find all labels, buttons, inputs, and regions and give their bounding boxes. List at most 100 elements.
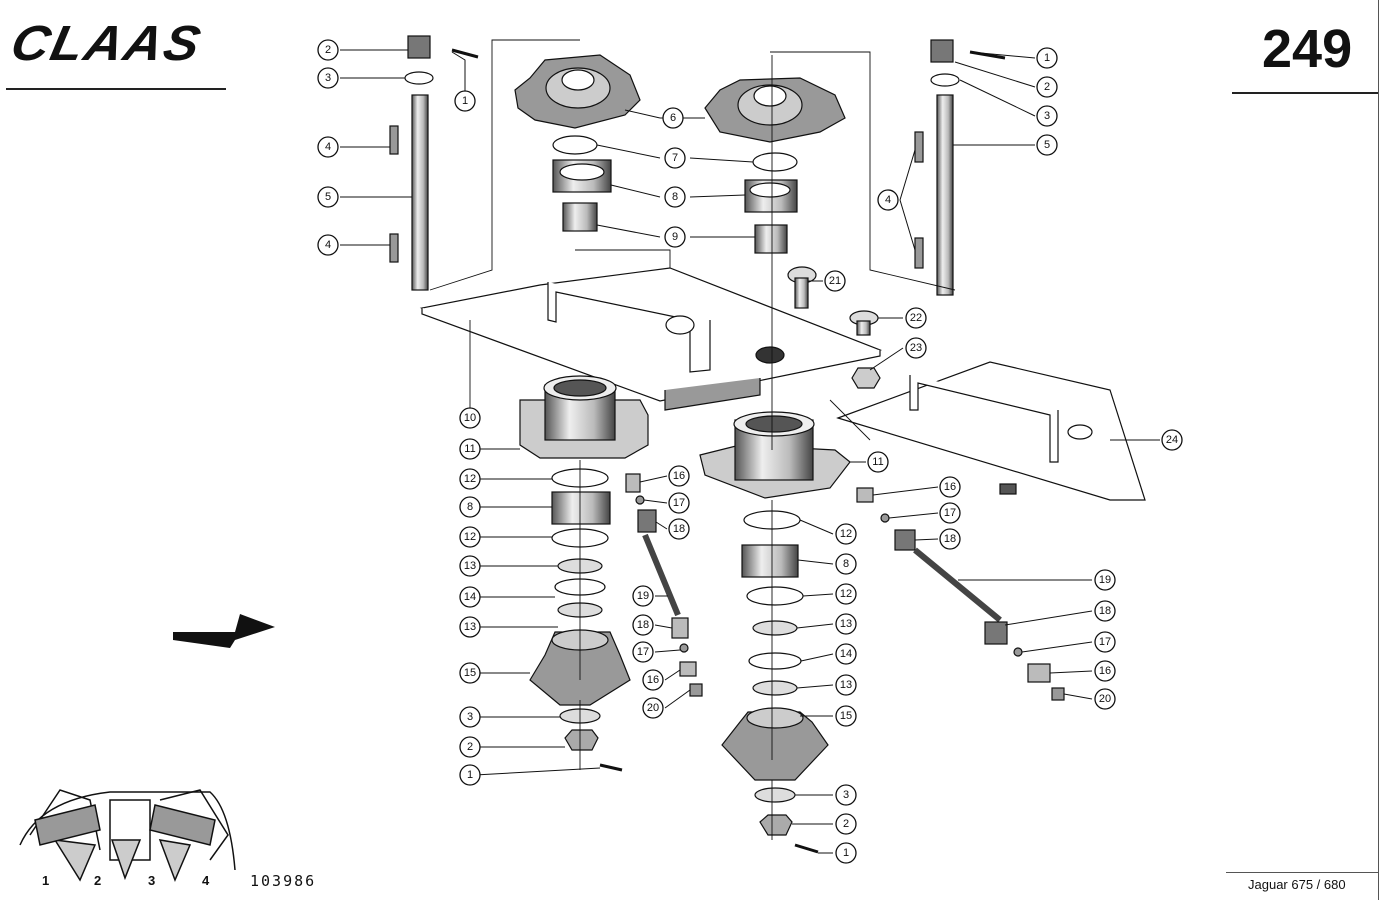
callout-12: 12 [459, 526, 481, 548]
page-number: 249 [1262, 19, 1353, 79]
callout-4: 4 [317, 136, 339, 158]
bolts [787, 266, 881, 389]
svg-text:13: 13 [464, 560, 476, 572]
callout-16: 16 [939, 476, 961, 498]
callout-4: 4 [877, 189, 899, 211]
svg-text:2: 2 [843, 818, 849, 830]
svg-text:8: 8 [843, 558, 849, 570]
svg-text:8: 8 [672, 191, 678, 203]
svg-text:12: 12 [464, 531, 476, 543]
callout-3: 3 [459, 706, 481, 728]
callout-18: 18 [632, 614, 654, 636]
callout-8: 8 [835, 553, 857, 575]
svg-text:13: 13 [464, 621, 476, 633]
svg-text:24: 24 [1166, 434, 1178, 446]
callout-17: 17 [668, 492, 690, 514]
callout-10: 10 [459, 407, 481, 429]
svg-text:23: 23 [910, 342, 922, 354]
callout-2: 2 [459, 736, 481, 758]
callout-1: 1 [835, 842, 857, 864]
locator-label-4: 4 [202, 873, 210, 888]
svg-text:5: 5 [325, 191, 331, 203]
callout-21: 21 [824, 270, 846, 292]
svg-text:1: 1 [462, 95, 468, 107]
grease-lines-left [625, 473, 703, 697]
callout-20: 20 [642, 697, 664, 719]
svg-text:22: 22 [910, 312, 922, 324]
svg-text:1: 1 [467, 769, 473, 781]
callout-4: 4 [317, 234, 339, 256]
callout-2: 2 [835, 813, 857, 835]
locator-sketch [19, 789, 236, 883]
svg-text:19: 19 [637, 590, 649, 602]
callout-13: 13 [459, 616, 481, 638]
svg-text:19: 19 [1099, 574, 1111, 586]
direction-arrow-icon [173, 614, 275, 648]
callout-1: 1 [1036, 47, 1058, 69]
svg-text:14: 14 [464, 591, 476, 603]
svg-text:18: 18 [673, 523, 685, 535]
housing-right [699, 411, 851, 499]
header-rule-right [1232, 92, 1378, 94]
svg-text:1: 1 [1044, 52, 1050, 64]
callout-17: 17 [939, 502, 961, 524]
sprocket-bearings [552, 135, 798, 254]
callout-11: 11 [459, 438, 481, 460]
svg-text:17: 17 [673, 497, 685, 509]
callout-5: 5 [1036, 134, 1058, 156]
svg-text:9: 9 [672, 231, 678, 243]
callout-22: 22 [905, 307, 927, 329]
callout-23: 23 [905, 337, 927, 359]
svg-text:17: 17 [1099, 636, 1111, 648]
svg-text:18: 18 [944, 533, 956, 545]
svg-text:11: 11 [872, 456, 883, 468]
callout-20: 20 [1094, 688, 1116, 710]
drawing-number: 103986 [250, 872, 317, 890]
svg-text:5: 5 [1044, 139, 1050, 151]
callout-1: 1 [459, 764, 481, 786]
svg-text:12: 12 [464, 473, 476, 485]
right-shaft-assembly [914, 39, 1006, 296]
callout-13: 13 [835, 674, 857, 696]
svg-text:18: 18 [1099, 605, 1111, 617]
svg-text:10: 10 [464, 412, 476, 424]
callout-12: 12 [835, 583, 857, 605]
callout-15: 15 [835, 705, 857, 727]
callout-24: 24 [1161, 429, 1183, 451]
mounting-plate [419, 267, 883, 411]
callout-15: 15 [459, 662, 481, 684]
svg-text:21: 21 [829, 275, 841, 287]
svg-text:20: 20 [647, 702, 659, 714]
svg-text:1: 1 [843, 847, 849, 859]
callout-13: 13 [835, 613, 857, 635]
callout-2: 2 [317, 39, 339, 61]
callout-13: 13 [459, 555, 481, 577]
svg-text:20: 20 [1099, 693, 1111, 705]
svg-text:3: 3 [843, 789, 849, 801]
svg-text:4: 4 [885, 194, 891, 206]
svg-text:2: 2 [467, 741, 473, 753]
svg-text:11: 11 [464, 443, 475, 455]
svg-text:6: 6 [670, 112, 676, 124]
guide-lines [429, 39, 956, 840]
callout-17: 17 [632, 641, 654, 663]
svg-text:16: 16 [673, 470, 685, 482]
callout-7: 7 [664, 147, 686, 169]
callout-19: 19 [632, 585, 654, 607]
svg-text:17: 17 [637, 646, 649, 658]
leader-lines [340, 49, 1160, 854]
callout-16: 16 [642, 669, 664, 691]
svg-text:12: 12 [840, 588, 852, 600]
callout-3: 3 [317, 67, 339, 89]
callout-3: 3 [835, 784, 857, 806]
svg-text:4: 4 [325, 239, 331, 251]
callout-12: 12 [835, 523, 857, 545]
callout-8: 8 [664, 186, 686, 208]
svg-text:16: 16 [647, 674, 659, 686]
callout-18: 18 [939, 528, 961, 550]
left-shaft-assembly [389, 35, 479, 291]
side-plate [836, 361, 1146, 501]
callout-14: 14 [835, 643, 857, 665]
callout-2: 2 [1036, 76, 1058, 98]
svg-text:3: 3 [467, 711, 473, 723]
